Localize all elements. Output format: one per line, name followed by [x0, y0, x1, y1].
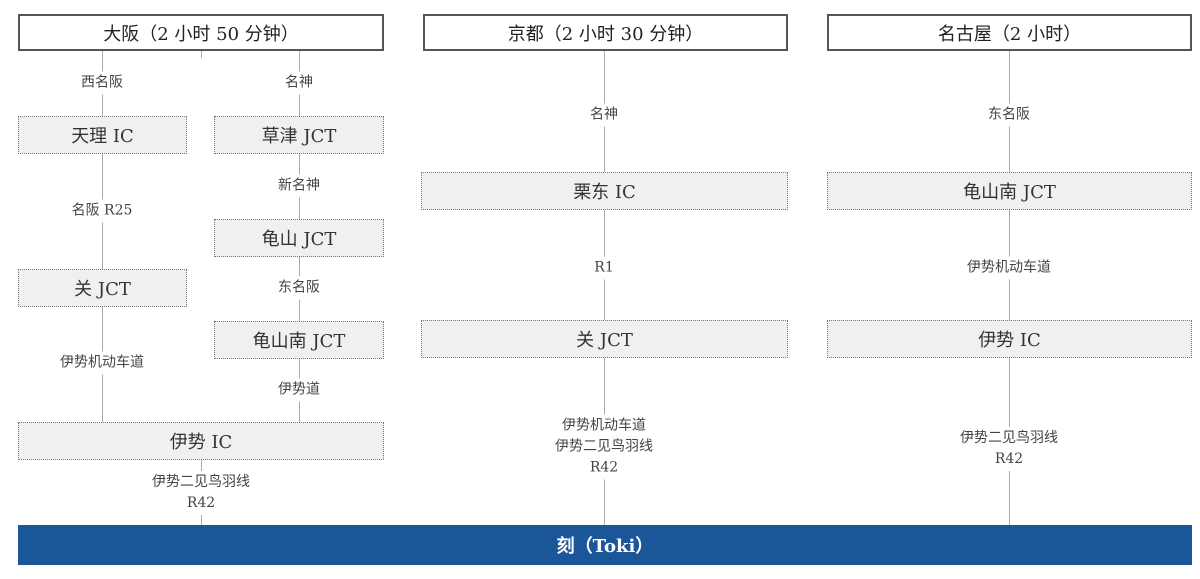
junction-node: 栗东 IC [421, 172, 788, 210]
road-label-line: R42 [186, 495, 216, 511]
origin-kyoto: 京都（2 小时 30 分钟） [423, 14, 788, 51]
road-label-final: 伊势机动车道 伊势二见鸟羽线 R42 [553, 414, 655, 480]
road-label-final: 伊势二见鸟羽线 R42 [150, 471, 252, 515]
junction-node: 关 JCT [421, 320, 788, 358]
road-label: 东名阪 [986, 103, 1032, 127]
junction-node: 龟山南 JCT [827, 172, 1192, 210]
road-label-final: 伊势二见鸟羽线 R42 [958, 427, 1060, 471]
road-label-line: 伊势机动车道 [562, 417, 646, 434]
destination-bar: 刻（Toki） [18, 525, 1192, 565]
road-label-line: R42 [589, 459, 619, 476]
road-label: 伊势机动车道 [58, 351, 146, 375]
road-label: 西名阪 [79, 71, 125, 95]
road-label: 名阪 R25 [69, 199, 135, 223]
road-label: 新名神 [276, 174, 322, 198]
road-label-line: 伊势二见鸟羽线 [555, 438, 653, 455]
road-label: 伊势机动车道 [965, 256, 1053, 280]
junction-node: 关 JCT [18, 269, 187, 307]
junction-node: 龟山南 JCT [214, 321, 384, 359]
nagoya-route-line [1009, 50, 1010, 525]
road-label: 伊势道 [276, 378, 322, 402]
road-label-line: R42 [994, 451, 1024, 467]
osaka-left-line [102, 50, 103, 422]
junction-node: 天理 IC [18, 116, 187, 154]
road-label: 名神 [588, 103, 620, 127]
origin-osaka: 大阪（2 小时 50 分钟） [18, 14, 384, 51]
road-label-line: 伊势二见鸟羽线 [152, 474, 250, 490]
road-label-line: 伊势二见鸟羽线 [960, 430, 1058, 446]
junction-node: 龟山 JCT [214, 219, 384, 257]
osaka-trunk-line [201, 50, 202, 58]
road-label: R1 [592, 256, 616, 280]
origin-nagoya: 名古屋（2 小时） [827, 14, 1192, 51]
kyoto-route-line [604, 50, 605, 525]
road-label: 名神 [283, 71, 315, 95]
junction-node: 草津 JCT [214, 116, 384, 154]
junction-node-merge: 伊势 IC [18, 422, 384, 460]
road-label: 东名阪 [276, 276, 322, 300]
junction-node: 伊势 IC [827, 320, 1192, 358]
